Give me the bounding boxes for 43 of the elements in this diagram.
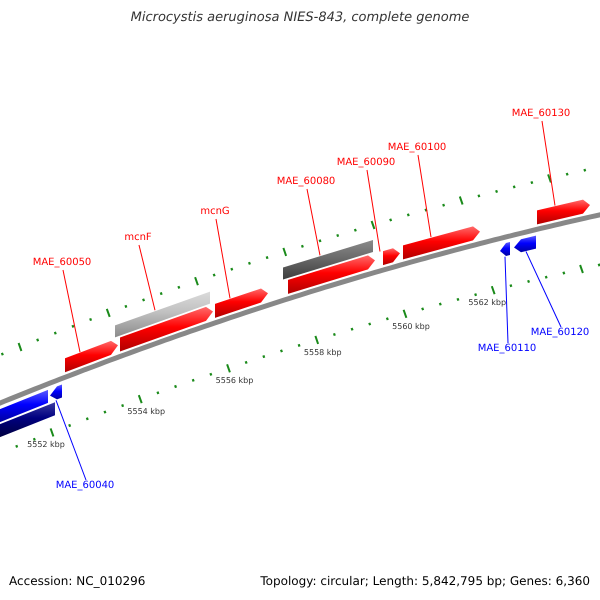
scale-label: 5558 kbp <box>304 348 342 357</box>
gene-label: MAE_60100 <box>388 143 446 153</box>
gene-label: mcnG <box>200 207 230 217</box>
scale-label: 5554 kbp <box>127 408 166 416</box>
scale-label: 5556 kbp <box>216 377 254 386</box>
gene-label: MAE_60050 <box>32 258 92 268</box>
gene-label: mcnF <box>124 233 152 243</box>
leader-line <box>216 218 230 299</box>
gene-feature <box>50 384 62 400</box>
gene-feature <box>215 288 268 318</box>
gene-label: MAE_60080 <box>276 177 336 187</box>
leader-line <box>418 154 432 238</box>
gene-bar <box>0 402 55 438</box>
scale-label: 5552 kbp <box>27 441 65 450</box>
leader-line <box>504 256 508 344</box>
leader-line <box>62 270 80 353</box>
gene-feature <box>537 200 590 224</box>
gene-feature <box>120 306 213 352</box>
gene-feature <box>514 236 536 252</box>
gene-label: MAE_60120 <box>530 328 590 338</box>
gene-feature <box>65 340 118 372</box>
gene-label: MAE_60090 <box>336 158 396 168</box>
title: Microcystis aeruginosa NIES-843, complete genome <box>130 11 470 24</box>
leader-line <box>526 251 562 328</box>
leader-line <box>366 170 380 252</box>
leader-line <box>138 244 156 311</box>
scale-label: 5560 kbp <box>392 322 430 331</box>
leader-line <box>542 120 556 206</box>
gene-bar <box>0 390 48 422</box>
gene-feature <box>403 226 480 260</box>
leader-line <box>56 400 86 480</box>
gene-label: MAE_60130 <box>512 109 570 119</box>
footer-text: Accession: NC_010296 <box>9 575 146 587</box>
gene-feature <box>383 248 400 266</box>
gene-feature <box>288 255 375 294</box>
leader-line <box>306 188 320 256</box>
gene-bar <box>115 292 210 338</box>
gene-label: MAE_60040 <box>56 481 114 491</box>
gene-label: MAE_60110 <box>478 344 536 354</box>
gene-bar <box>283 240 373 280</box>
scale-label: 5562 kbp <box>468 299 506 308</box>
gene-feature <box>500 242 510 256</box>
footer-text: Topology: circular; Length: 5,842,795 bp; Genes: 6,360 <box>260 575 590 587</box>
